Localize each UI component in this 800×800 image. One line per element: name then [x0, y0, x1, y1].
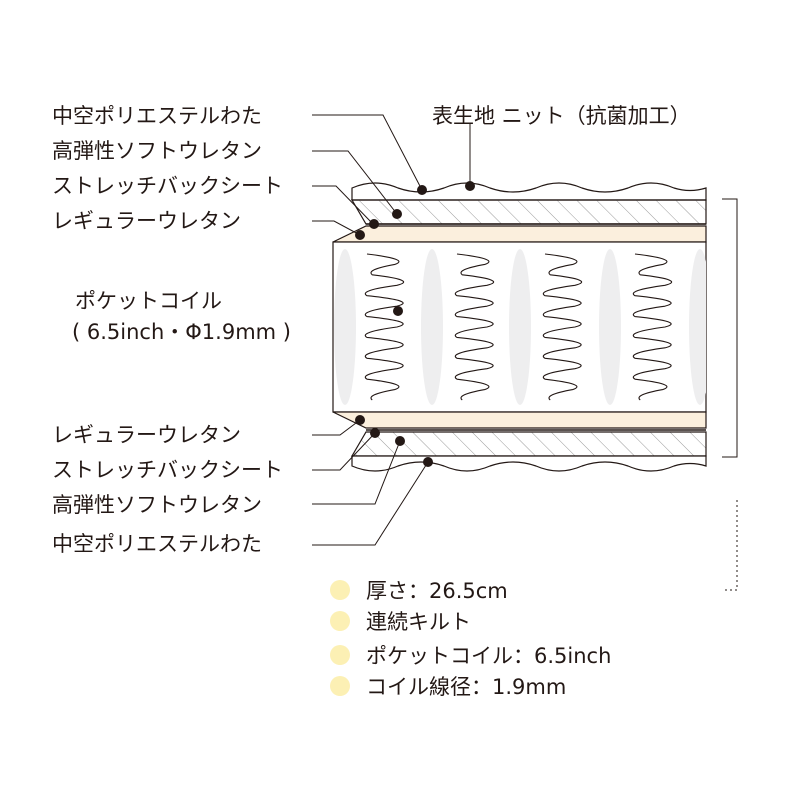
label-top-stretch-sheet: ストレッチバックシート [52, 174, 283, 198]
top-fiber-layer [351, 182, 707, 201]
label-coil-title: ポケットコイル [75, 289, 222, 313]
spec-item-wire-gauge: コイル線径：1.9mm [330, 671, 566, 701]
label-top-fiber: 中空ポリエステルわた [52, 104, 262, 128]
spec-item-quilt: 連続キルト [330, 606, 471, 636]
coil-spring-1 [364, 253, 404, 401]
label-bottom-high-resilience: 高弾性ソフトウレタン [52, 493, 262, 517]
spec-text: コイル線径：1.9mm [366, 675, 567, 699]
label-bottom-stretch-sheet: ストレッチバックシート [52, 458, 283, 482]
label-fabric: 表生地 ニット（抗菌加工） [432, 104, 691, 128]
coil-spring-3 [542, 253, 582, 401]
label-top-high-resilience: 高弾性ソフトウレタン [52, 139, 262, 163]
coil-spring-4 [632, 253, 672, 401]
thickness-bracket-dotted [724, 500, 738, 591]
spec-item-pocket-coil: ポケットコイル：6.5inch [330, 640, 611, 670]
spec-bullet [330, 676, 350, 696]
spec-text: 連続キルト [366, 610, 471, 634]
bottom-high-resilience-layer [350, 431, 707, 457]
leader-dots [355, 181, 475, 467]
spec-text: ポケットコイル：6.5inch [366, 644, 612, 668]
label-bottom-regular-urethane: レギュラーウレタン [52, 423, 241, 447]
spec-bullet [330, 611, 350, 631]
top-regular-urethane-layer [332, 225, 707, 243]
bottom-regular-urethane-layer [332, 411, 707, 429]
spec-text: 厚さ：26.5cm [366, 579, 508, 603]
coil-spring-2 [454, 253, 494, 401]
label-bottom-fiber: 中空ポリエステルわた [52, 532, 262, 556]
bottom-fiber-layer [351, 455, 707, 472]
thickness-bracket [722, 198, 738, 458]
spec-bullet [330, 580, 350, 600]
label-top-regular-urethane: レギュラーウレタン [52, 209, 241, 233]
coil-pocket-highlights [334, 249, 706, 405]
top-high-resilience-layer [350, 199, 707, 225]
spec-item-thickness: 厚さ：26.5cm [330, 575, 508, 605]
coil-springs [364, 253, 672, 401]
leader-lines [312, 114, 471, 546]
label-coil-spec: ( 6.5inch・Φ1.9mm ) [72, 320, 291, 344]
spec-bullet [330, 645, 350, 665]
